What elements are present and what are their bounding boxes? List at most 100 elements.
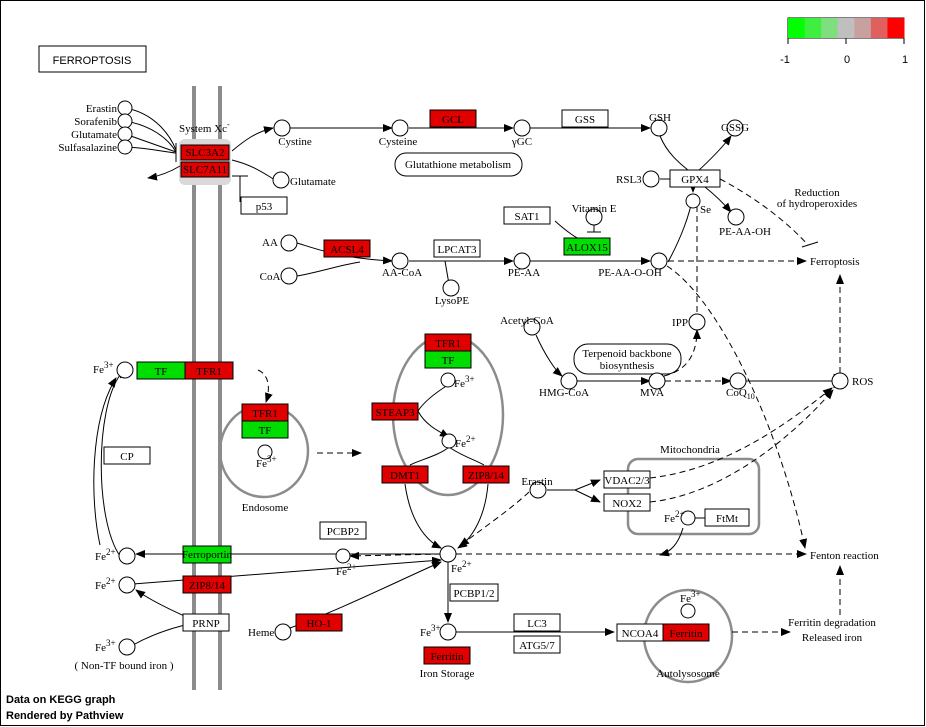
gene-atg57[interactable]: ATG5/7 [513, 635, 561, 654]
compound-pe-aa-o-oh[interactable] [650, 252, 668, 270]
svg-text:HMG-CoA: HMG-CoA [539, 387, 589, 399]
compound-aa-coa[interactable] [391, 252, 409, 270]
compound-pe-aa[interactable] [513, 252, 531, 270]
gene-ho1[interactable]: HO-1 [295, 613, 343, 632]
gene-pcbp12[interactable]: PCBP1/2 [449, 583, 499, 602]
compound-ros[interactable] [831, 372, 849, 390]
svg-text:Glutamate: Glutamate [71, 129, 117, 141]
gene-ferritin-autolysosome[interactable]: Ferritin [662, 623, 710, 642]
svg-text:of hydroperoxides: of hydroperoxides [777, 198, 857, 210]
compound-erastin-mito[interactable] [529, 481, 547, 499]
compound-pe-aa-oh[interactable] [727, 208, 745, 226]
gene-ftmt[interactable]: FtMt [704, 508, 750, 527]
compound-lysope[interactable] [442, 279, 460, 297]
compound-rsl3[interactable] [642, 170, 660, 188]
compound-fe3-cluster[interactable] [440, 372, 456, 388]
compound-fe2-export[interactable] [118, 547, 136, 565]
svg-text:STEAP3: STEAP3 [375, 407, 415, 419]
gene-alox15[interactable]: ALOX15 [563, 237, 611, 256]
gene-tf-endosome[interactable]: TF [241, 420, 289, 439]
compound-fe3-endosome[interactable] [257, 444, 273, 460]
gene-p53[interactable]: p53 [240, 196, 288, 215]
svg-text:PE-AA-O-OH: PE-AA-O-OH [598, 267, 662, 279]
compound-fe2-mito[interactable] [680, 510, 696, 526]
gene-gss[interactable]: GSS [561, 109, 609, 128]
svg-text:Endosome: Endosome [242, 502, 289, 514]
compound-coq10[interactable] [729, 372, 747, 390]
compound-fe2-import[interactable] [118, 576, 136, 594]
gene-tf[interactable]: TF [136, 361, 186, 380]
compound-sulfasalazine[interactable] [117, 139, 133, 155]
footer-line-1: Data on KEGG graph [6, 694, 116, 706]
svg-text:LysoPE: LysoPE [435, 295, 470, 307]
gene-zip814-left[interactable]: ZIP8/14 [182, 575, 232, 594]
compound-gssg[interactable] [726, 119, 744, 137]
gene-vdac23[interactable]: VDAC2/3 [603, 470, 651, 489]
compound-cysteine[interactable] [391, 119, 409, 137]
gene-ncoa4[interactable]: NCOA4 [616, 623, 664, 642]
compound-gsh[interactable] [650, 119, 668, 137]
svg-text:SLC7A11: SLC7A11 [183, 164, 227, 176]
gene-tf-cluster[interactable]: TF [424, 350, 472, 369]
compound-aa[interactable] [280, 234, 298, 252]
compound-glutamate-out[interactable] [272, 171, 290, 189]
gene-ferritin-storage[interactable]: Ferritin [423, 646, 471, 665]
gene-zip814-right[interactable]: ZIP8/14 [462, 465, 510, 484]
compound-fe3-storage[interactable] [439, 623, 457, 641]
gene-lpcat3[interactable]: LPCAT3 [433, 239, 481, 258]
compound-ygc[interactable] [513, 119, 531, 137]
gene-slc3a2[interactable]: SLC3A2 [180, 144, 230, 161]
gene-nox2[interactable]: NOX2 [603, 493, 651, 512]
terpenoid-backbone-map[interactable]: Terpenoid backbone biosynthesis [573, 343, 682, 375]
compound-fe3-outside[interactable] [116, 361, 134, 379]
svg-text:AA-CoA: AA-CoA [382, 267, 422, 279]
compound-fe3-non-tf[interactable] [118, 638, 136, 656]
compound-fe2-cluster[interactable] [441, 433, 457, 449]
gene-gcl[interactable]: GCL [429, 109, 477, 128]
compound-coa[interactable] [280, 267, 298, 285]
compound-fe2-labile[interactable] [439, 545, 457, 563]
svg-text:PE-AA-OH: PE-AA-OH [719, 226, 771, 238]
svg-text:LPCAT3: LPCAT3 [437, 244, 477, 256]
gene-tfr1-cluster[interactable]: TFR1 [424, 333, 472, 352]
gene-pcbp2[interactable]: PCBP2 [319, 521, 367, 540]
svg-text:Fe3+: Fe3+ [680, 589, 701, 605]
svg-text:GSS: GSS [575, 114, 595, 126]
compound-erastin[interactable] [117, 100, 133, 116]
gene-acsl4[interactable]: ACSL4 [323, 239, 371, 258]
gene-ferroportin[interactable]: Ferroportin [182, 545, 233, 564]
gene-sat1[interactable]: SAT1 [503, 206, 551, 225]
gene-lc3[interactable]: LC3 [513, 613, 561, 632]
legend-cell [837, 18, 855, 38]
compound-ipp[interactable] [688, 313, 706, 331]
gene-gpx4[interactable]: GPX4 [669, 169, 721, 188]
compound-glutamate-in[interactable] [117, 126, 133, 142]
compound-se[interactable] [685, 193, 701, 209]
compound-fe2-pcbp2[interactable] [335, 548, 351, 564]
gene-prnp[interactable]: PRNP [182, 613, 230, 632]
gene-dmt1[interactable]: DMT1 [381, 465, 429, 484]
svg-text:MVA: MVA [640, 387, 664, 399]
gene-cp[interactable]: CP [103, 446, 151, 465]
gene-tfr1[interactable]: TFR1 [184, 361, 234, 380]
svg-text:DMT1: DMT1 [390, 470, 420, 482]
svg-text:PRNP: PRNP [192, 618, 220, 630]
compound-acetyl-coa[interactable] [523, 318, 541, 336]
svg-text:Ferroptosis: Ferroptosis [810, 256, 860, 268]
compound-cystine[interactable] [273, 119, 291, 137]
svg-text:Sulfasalazine: Sulfasalazine [58, 142, 117, 154]
gene-slc7a11[interactable]: SLC7A11 [180, 161, 230, 178]
compound-fe3-autolysosome[interactable] [680, 603, 696, 619]
svg-text:Glutamate: Glutamate [290, 176, 336, 188]
compound-mva[interactable] [648, 372, 666, 390]
compound-sorafenib[interactable] [117, 113, 133, 129]
gene-tfr1-endosome[interactable]: TFR1 [241, 403, 289, 422]
compound-vitamin-e[interactable] [585, 208, 603, 226]
compound-hmg-coa[interactable] [560, 372, 578, 390]
compound-heme[interactable] [274, 623, 292, 641]
svg-text:System Xc-: System Xc- [179, 120, 230, 135]
glutathione-metabolism-map[interactable]: Glutathione metabolism [394, 152, 523, 177]
legend-cell [821, 18, 839, 38]
compound-nodes [116, 100, 849, 656]
gene-steap3[interactable]: STEAP3 [371, 402, 419, 421]
